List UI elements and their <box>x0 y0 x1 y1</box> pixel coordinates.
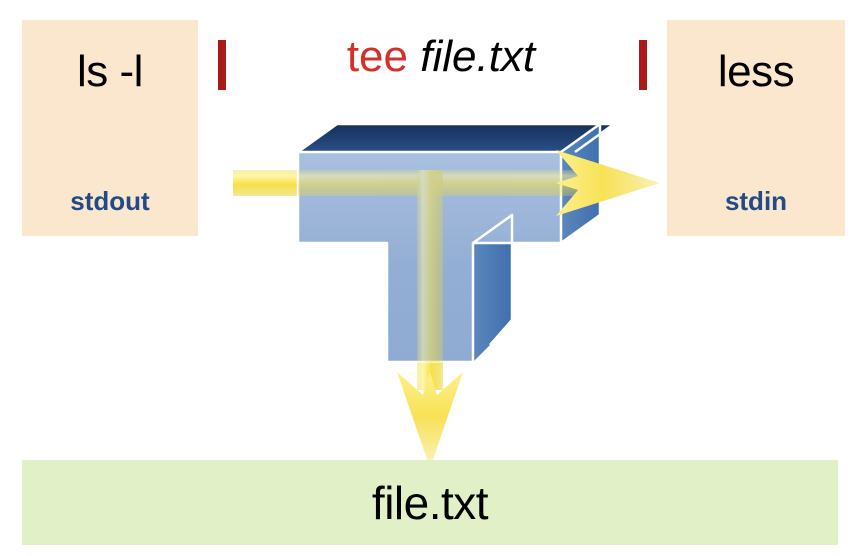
right-command-label: less <box>717 47 795 96</box>
tee-filename-argument: file.txt <box>420 32 536 81</box>
file-output-label: file.txt <box>371 476 489 529</box>
t-block-edges <box>296 122 616 364</box>
pipe-symbol-left <box>218 40 226 90</box>
arrowhead-down <box>397 372 463 468</box>
stdin-label: stdin <box>724 186 788 216</box>
t-block-top-face <box>298 124 614 152</box>
left-command-label: ls -l <box>77 47 143 96</box>
t-block <box>296 122 616 364</box>
cmd-space <box>408 32 420 81</box>
stdin-box: less stdin <box>667 20 845 236</box>
tee-command-text: tee file.txt <box>246 32 636 83</box>
tee-keyword: tee <box>346 32 408 81</box>
stdout-box: ls -l stdout <box>22 20 198 236</box>
stdout-label: stdout <box>70 186 150 216</box>
file-output-bar: file.txt <box>22 460 838 545</box>
t-block-side-face-stem <box>473 215 512 362</box>
arrowhead-right <box>556 150 660 216</box>
flow-arrows-over <box>298 170 598 365</box>
pipe-symbol-right <box>639 40 647 90</box>
